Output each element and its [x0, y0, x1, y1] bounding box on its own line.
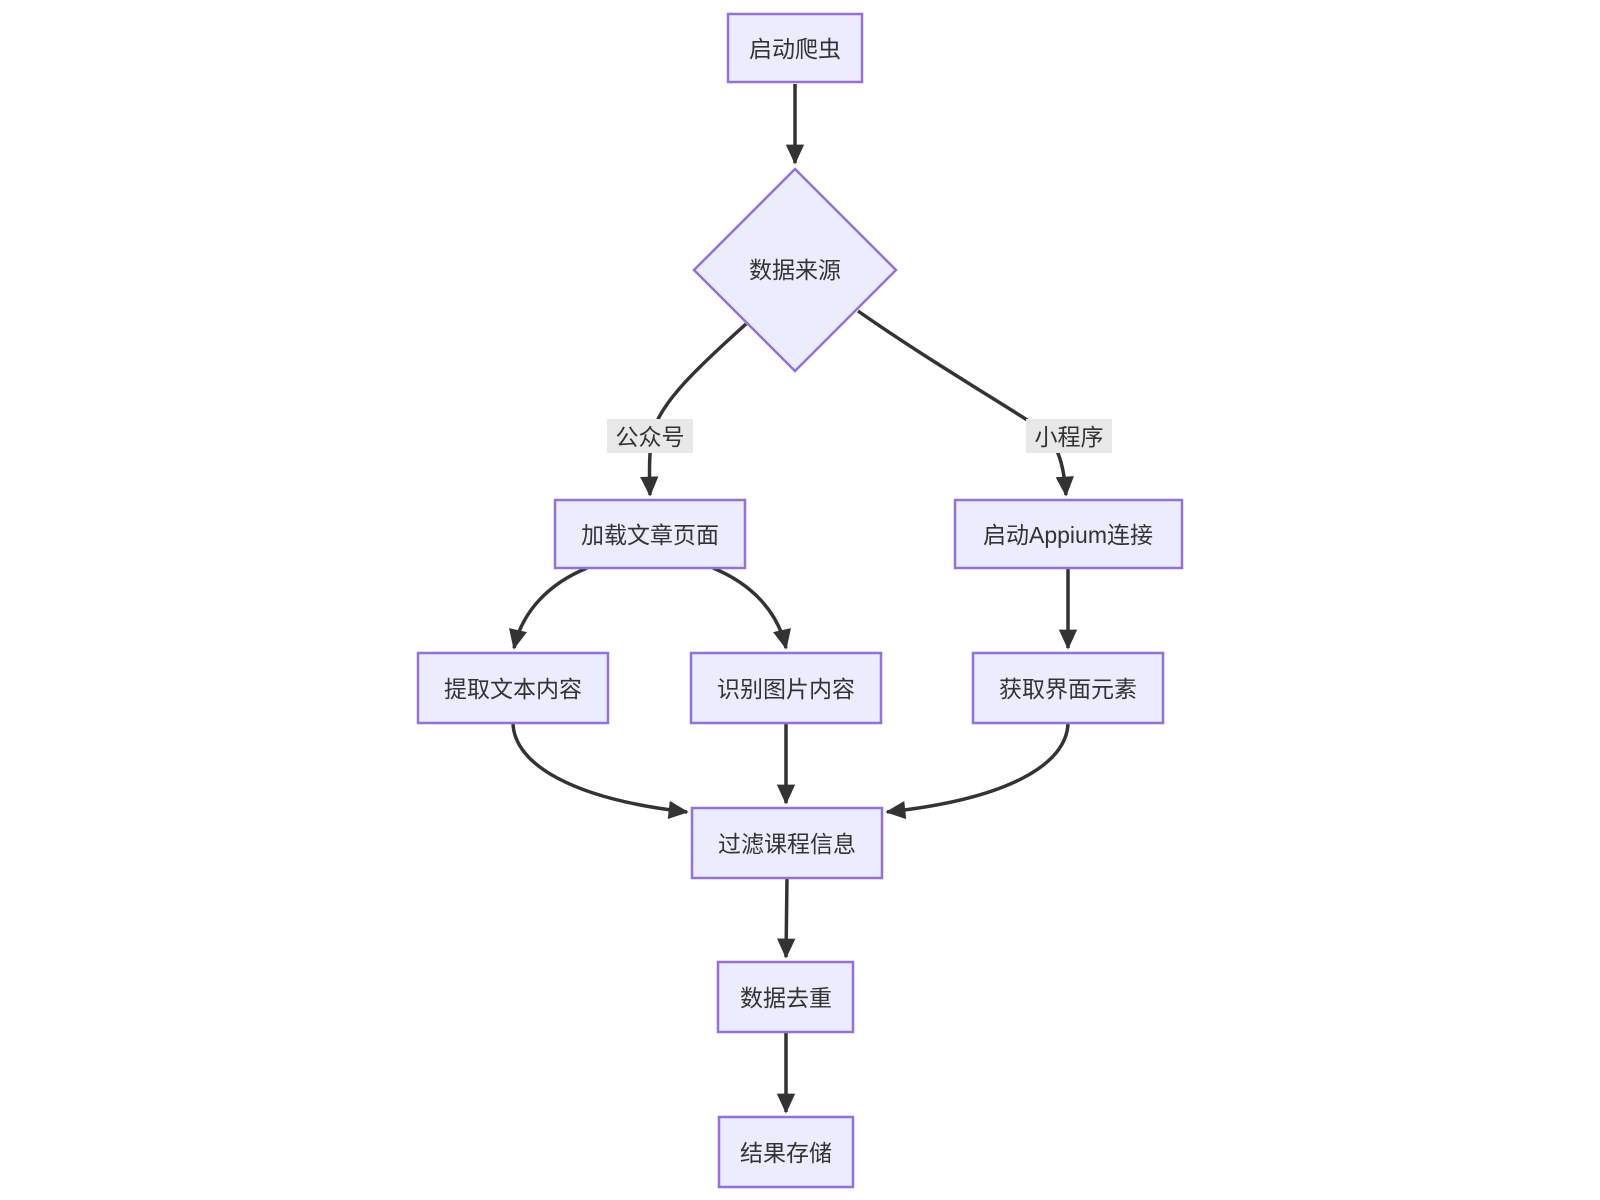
- node-filter-course-info: 过滤课程信息: [690, 806, 884, 880]
- node-load-article-page: 加载文章页面: [553, 498, 747, 570]
- node-get-ui-elements-box: [971, 651, 1165, 725]
- decision-data-source: 数据来源: [692, 167, 898, 373]
- node-start-appium-connection-box: [953, 498, 1184, 570]
- node-start-appium-connection: 启动Appium连接: [953, 498, 1184, 570]
- decision-data-source-label: 数据来源: [749, 257, 841, 283]
- node-extract-text-content: 提取文本内容: [416, 651, 610, 725]
- edge-load-article-to-extract-text: [509, 566, 588, 650]
- node-get-ui-elements: 获取界面元素: [971, 651, 1165, 725]
- node-load-article-page-box: [553, 498, 747, 570]
- edge-load-article-to-recognize-image: [712, 566, 791, 650]
- node-recognize-image-content: 识别图片内容: [689, 651, 883, 725]
- node-filter-course-info-box: [690, 806, 884, 880]
- edge-source-to-load-article: [640, 322, 748, 497]
- edge-label-official-account-bg: [607, 419, 693, 453]
- node-extract-text-content-box: [416, 651, 610, 725]
- edge-label-mini-program: 小程序: [1026, 419, 1112, 453]
- edge-get-ui-to-filter: [885, 722, 1070, 820]
- edge-label-mini-program-text: 小程序: [1035, 424, 1104, 450]
- edge-filter-to-dedup: [777, 877, 796, 959]
- node-get-ui-elements-label: 获取界面元素: [999, 676, 1137, 702]
- edge-label-mini-program-bg: [1026, 419, 1112, 453]
- node-filter-course-info-label: 过滤课程信息: [718, 831, 856, 857]
- node-start-crawler-label: 启动爬虫: [749, 36, 841, 62]
- node-data-dedup-label: 数据去重: [740, 985, 832, 1011]
- edge-source-to-appium: [856, 309, 1074, 497]
- node-recognize-image-content-label: 识别图片内容: [717, 676, 855, 702]
- edge-extract-text-to-filter: [511, 722, 689, 820]
- node-data-dedup: 数据去重: [716, 960, 855, 1034]
- node-store-results-box: [717, 1115, 855, 1189]
- node-extract-text-content-label: 提取文本内容: [444, 676, 582, 702]
- node-store-results: 结果存储: [717, 1115, 855, 1189]
- node-recognize-image-content-box: [689, 651, 883, 725]
- edge-label-official-account-text: 公众号: [616, 424, 685, 450]
- node-load-article-page-label: 加载文章页面: [581, 522, 719, 548]
- edge-label-official-account: 公众号: [607, 419, 693, 453]
- edge-layer: [509, 84, 1078, 1114]
- decision-data-source-shape: [692, 167, 898, 373]
- node-data-dedup-box: [716, 960, 855, 1034]
- node-start-appium-connection-label: 启动Appium连接: [983, 522, 1153, 548]
- node-start-crawler-box: [726, 12, 864, 84]
- node-start-crawler: 启动爬虫: [726, 12, 864, 84]
- node-store-results-label: 结果存储: [740, 1140, 832, 1166]
